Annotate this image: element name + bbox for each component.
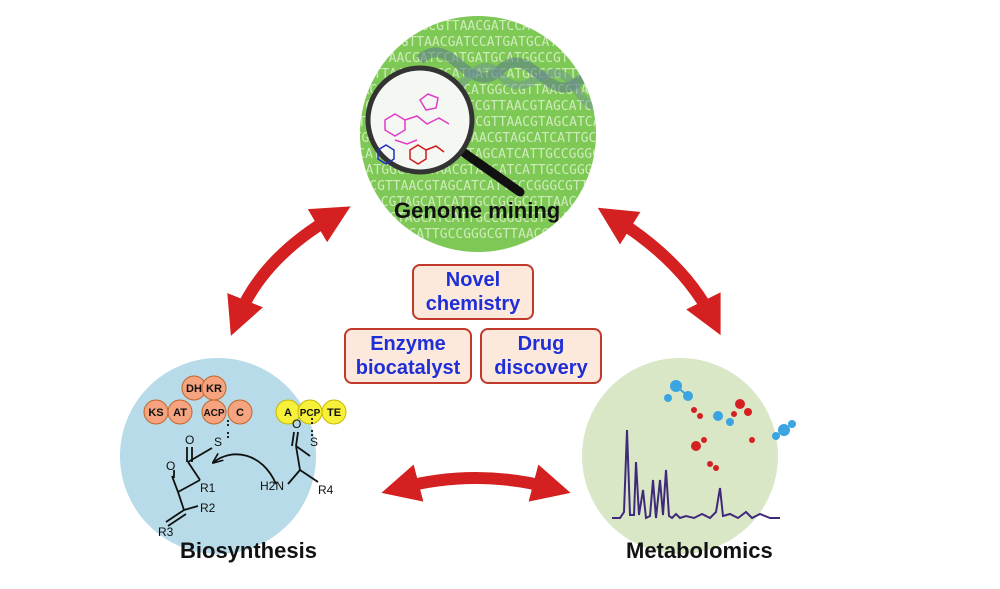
novel-chemistry-line1: Novel — [445, 269, 501, 291]
chem-s-label-2: S — [310, 435, 318, 449]
domain-te-label: TE — [327, 407, 341, 419]
pks-domains: KS AT DH KR ACP C — [143, 375, 253, 425]
molecule-blue-icon — [377, 144, 395, 165]
enzyme-biocatalyst-line1: Enzyme — [370, 333, 446, 355]
domain-ks-label: KS — [148, 407, 163, 419]
genome-mining-label: Genome mining — [394, 198, 561, 223]
domain-at-circle — [167, 399, 193, 425]
nrps-domains: A PCP TE — [275, 399, 347, 425]
drug-discovery-line1: Drug — [517, 333, 565, 355]
domain-acp-circle — [201, 399, 227, 425]
drug-discovery-line2: discovery — [494, 357, 588, 379]
dna-sequence-row: TGGCCGTTAACGTAGCATCATTGCCGGGCGTTAACGATCC — [338, 179, 651, 194]
arrow-genome-metabolomics — [597, 207, 721, 336]
mass-spectrum-icon — [612, 429, 780, 520]
chem-o-label-2: O — [166, 459, 175, 473]
chem-o-label: O — [185, 433, 194, 447]
cycle-arrows — [227, 206, 721, 502]
dna-sequence-row: CCGTTAACGTAGCATCATTGCCGGGCGTTAACGATCCATG — [326, 195, 639, 210]
dna-sequence-row: GATGCATGGCCGTTAACGTAGCATCATTGCCGGGCGTTAA — [326, 147, 639, 162]
chem-r2-label: R2 — [200, 501, 216, 515]
domain-te-circle — [321, 399, 347, 425]
molecule-clusters-icon — [664, 380, 796, 471]
arrow-genome-biosynthesis — [227, 206, 351, 336]
enzyme-biocatalyst-line2: biocatalyst — [355, 357, 461, 379]
metabolomics-circle — [582, 358, 778, 554]
arrow-biosynthesis-metabolomics — [381, 464, 571, 502]
domain-a-label: A — [284, 407, 292, 419]
metabolomics-node — [582, 358, 796, 554]
molecule-red-icon — [409, 144, 445, 165]
dna-sequence-row: ACGTAGCATCATTGCCGGGCGTTAACGATCCATGATGCAT — [338, 227, 651, 242]
magnifying-glass-icon — [365, 65, 525, 197]
domain-dh-label: DH — [186, 383, 202, 395]
metabolomics-label: Metabolomics — [626, 538, 773, 563]
biosynthesis-label: Biosynthesis — [180, 538, 317, 563]
chem-r1-label: R1 — [200, 481, 216, 495]
domain-pcp-label: PCP — [300, 408, 321, 419]
domain-kr-label: KR — [206, 383, 222, 395]
dna-sequence-row: TTAACGTAGCATCATTGCCGGGCGTTAACGATCCATGATG — [350, 211, 663, 226]
novel-chemistry-line2: chemistry — [425, 293, 521, 315]
chem-h2n-label: H2N — [260, 479, 284, 493]
chem-labels: O S O R1 R2 R3 O S H2N R4 — [158, 417, 334, 539]
biosynthesis-node: KS AT DH KR ACP C A PCP TE — [120, 358, 347, 554]
molecule-magenta-icon — [384, 93, 450, 145]
chem-o-label-3: O — [292, 417, 301, 431]
dna-sequence-row: TGCCGGGCGTTAACGATCCATGATGCATGGCCGTTAACGT — [338, 35, 651, 50]
domain-acp-label: ACP — [203, 408, 224, 419]
chem-r4-label: R4 — [318, 483, 334, 497]
chem-r3-label: R3 — [158, 525, 174, 539]
domain-at-label: AT — [173, 407, 187, 419]
dna-sequence-row: CATTGCCGGGCGTTAACGATCCATGATGCATGGCCGTTAA — [350, 19, 663, 34]
domain-c-label: C — [236, 407, 244, 419]
chemical-structure-icon — [165, 418, 319, 527]
domain-c-circle — [227, 399, 253, 425]
chem-s-label: S — [214, 435, 222, 449]
